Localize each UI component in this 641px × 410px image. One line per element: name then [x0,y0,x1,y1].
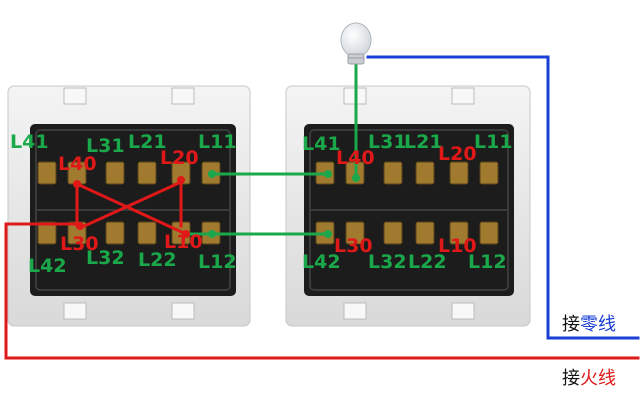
left-top-label-4: L11 [198,131,237,153]
dot [182,230,190,238]
left-top-label-2: L31 [86,135,125,157]
terminal [479,161,499,185]
right-switch-clip-bottom-2 [451,302,475,320]
right-bottom-label-1: L42 [302,251,341,273]
terminal [105,161,125,185]
left-red-label-l30: L30 [60,233,99,255]
right-switch-clip-bottom-1 [343,302,367,320]
wires [4,55,640,360]
right-red-label-l40: L40 [336,147,375,169]
live-caption-emph: 火线 [580,368,616,389]
neutral-wire [366,55,640,340]
neutral-caption: 接零线 [562,314,616,335]
terminal [479,221,499,245]
live-caption: 接火线 [562,368,616,389]
terminal [345,221,365,245]
right-top-label-4: L11 [474,131,513,153]
right-bottom-label-2: L32 [368,251,407,273]
left-switch-clip-top-2 [171,87,195,105]
terminal [383,161,403,185]
right-bottom-label-3: L22 [408,251,447,273]
terminal [37,161,57,185]
junction-dots [73,170,360,238]
right-red-label-l10: L10 [438,235,477,257]
right-labels: L41 L31 L21 L11 L42 L32 L22 L12 L40 L20 … [302,131,513,273]
left-red-label-l20: L20 [160,147,199,169]
dot [73,180,81,188]
left-top-label-3: L21 [128,131,167,153]
terminal [415,221,435,245]
right-red-label-l30: L30 [334,235,373,257]
right-switch-clip-top-2 [451,87,475,105]
light-bulb-icon [340,22,372,65]
left-switch-clip-top-1 [63,87,87,105]
right-top-label-2: L31 [368,131,407,153]
left-top-label-1: L41 [10,131,49,153]
terminal [415,161,435,185]
right-bottom-label-4: L12 [468,251,507,273]
jumper-l20-l30 [78,180,183,230]
neutral-caption-emph: 零线 [580,314,616,335]
terminal [137,161,157,185]
dot [208,170,216,178]
left-switch-clip-bottom-2 [171,302,195,320]
left-bottom-label-2: L32 [86,247,125,269]
dot [177,176,185,184]
dot [76,222,84,230]
terminal [105,221,125,245]
right-top-label-3: L21 [404,131,443,153]
left-bottom-label-4: L12 [198,251,237,273]
left-switch-clip-bottom-1 [63,302,87,320]
left-red-label-l40: L40 [58,153,97,175]
right-switch [285,85,531,327]
dot [324,230,332,238]
left-red-label-l10: L10 [164,231,203,253]
left-labels: L41 L31 L21 L11 L42 L32 L22 L12 L40 L20 … [10,131,237,277]
live-caption-prefix: 接 [562,368,580,389]
right-red-label-l20: L20 [438,143,477,165]
terminal [449,221,469,245]
live-wire [4,222,640,360]
dot [352,174,360,182]
terminal [383,221,403,245]
terminal [37,221,57,245]
terminal [137,221,157,245]
right-top-label-1: L41 [302,133,341,155]
left-bottom-label-1: L42 [28,255,67,277]
dot [324,170,332,178]
left-bottom-label-3: L22 [138,249,177,271]
dot [208,230,216,238]
jumper-l40-l10 [75,182,188,236]
neutral-caption-prefix: 接 [562,314,580,335]
terminal [449,161,469,185]
